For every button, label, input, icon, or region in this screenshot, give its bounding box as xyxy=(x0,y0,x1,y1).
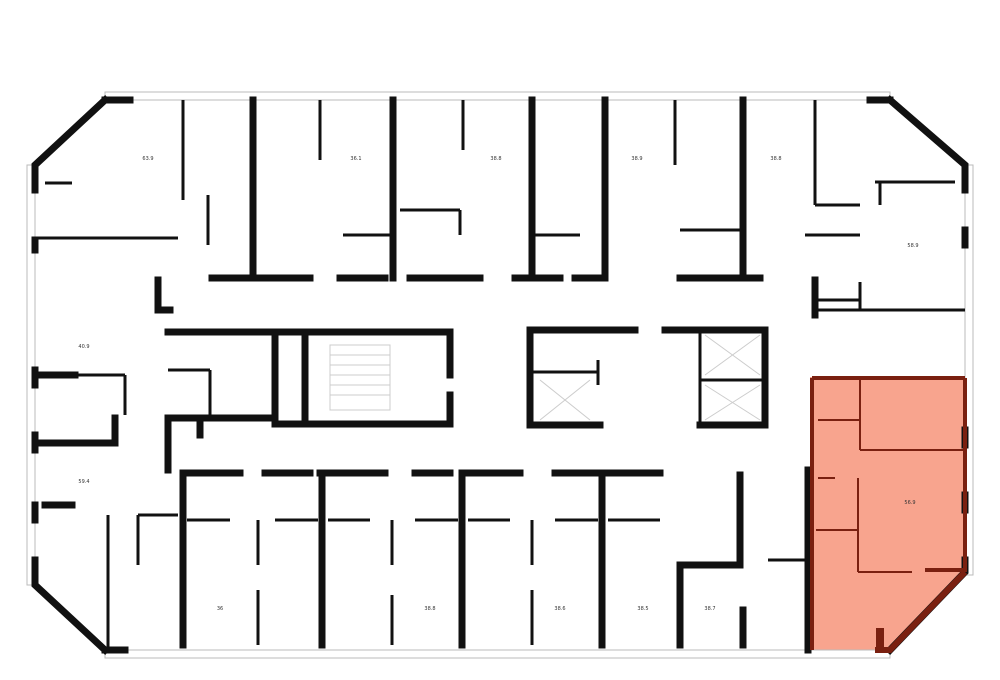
area-label: 38.7 xyxy=(704,606,715,612)
area-label: 38.8 xyxy=(490,156,501,162)
left-walls xyxy=(31,371,204,650)
highlighted-apartment-walls xyxy=(810,376,968,653)
top-row-walls xyxy=(35,96,965,319)
area-label: 58.9 xyxy=(907,243,918,249)
area-label: 38.5 xyxy=(637,606,648,612)
area-label: 38.8 xyxy=(424,606,435,612)
building-core xyxy=(164,326,769,429)
area-label: 63.9 xyxy=(142,156,153,162)
area-label: 40.9 xyxy=(78,344,89,350)
area-label: 36 xyxy=(217,606,223,612)
area-label: 38.6 xyxy=(554,606,565,612)
bottom-row-walls xyxy=(179,466,812,654)
area-label: 56.9 xyxy=(904,500,915,506)
elevator-icon xyxy=(539,334,761,421)
area-label: 36.1 xyxy=(350,156,361,162)
stair-icon xyxy=(329,344,391,411)
area-label: 38.8 xyxy=(770,156,781,162)
area-label: 38.9 xyxy=(631,156,642,162)
area-labels: 63.9 36.1 38.8 38.9 38.8 58.9 40.9 59.4 … xyxy=(78,156,918,612)
highlighted-apartment[interactable] xyxy=(810,377,965,650)
area-label: 59.4 xyxy=(78,479,89,485)
